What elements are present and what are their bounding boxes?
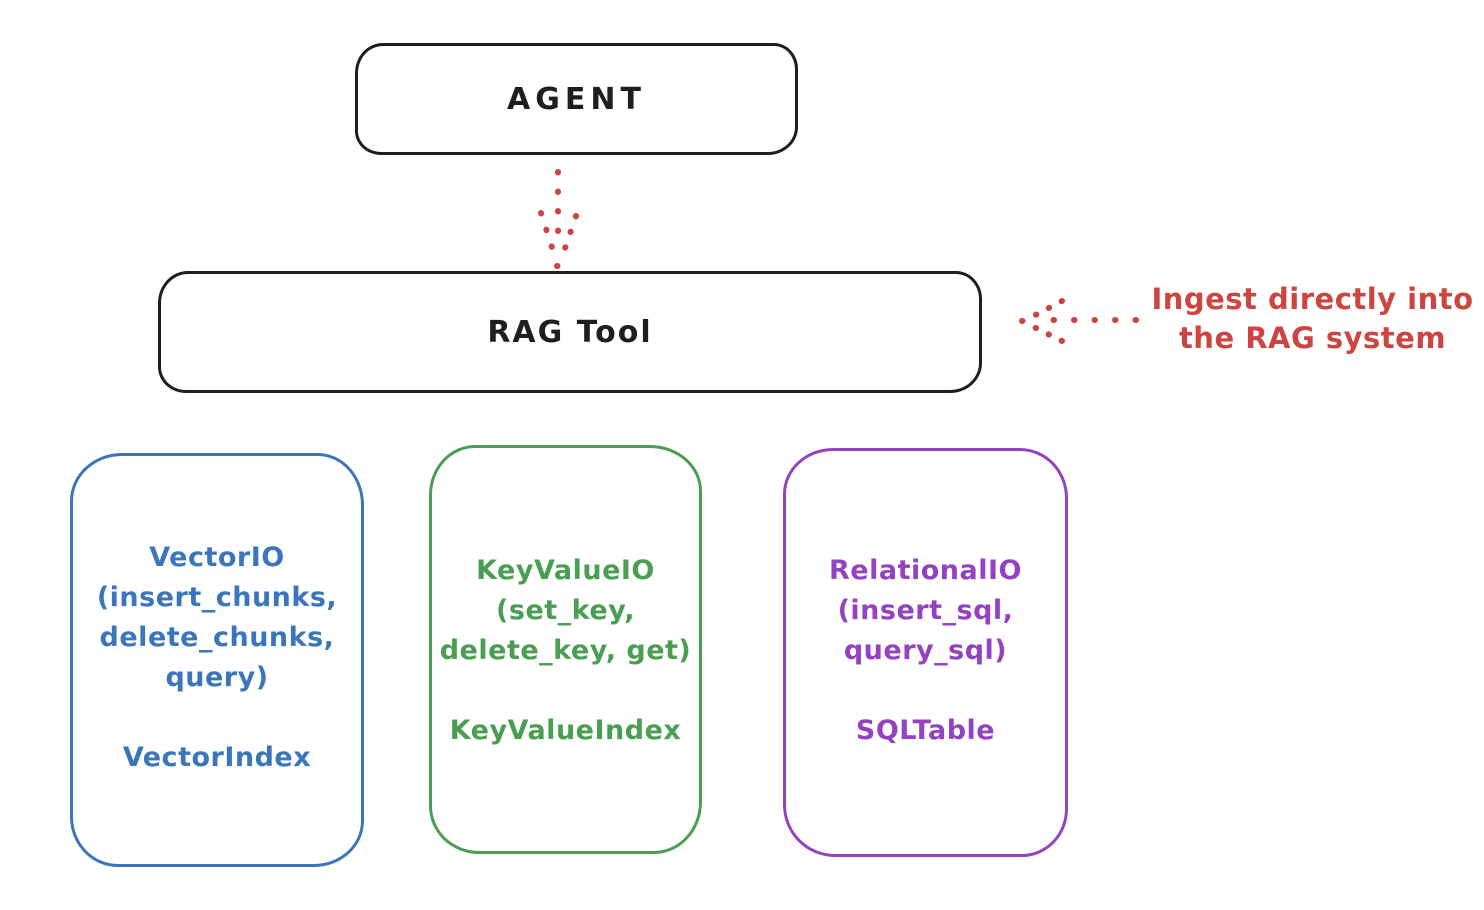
sql-table-label: SQLTable	[855, 715, 996, 746]
agent-box: AGENT	[355, 43, 798, 155]
vector-index-label: VectorIndex	[122, 742, 312, 773]
agent-label: AGENT	[507, 81, 646, 117]
relational-io-methods-line1: (insert_sql,	[837, 595, 1014, 626]
keyvalue-io-methods-line1: (set_key,	[496, 595, 635, 626]
vector-io-title: VectorIO	[149, 542, 285, 573]
relational-io-methods-line2: query_sql)	[843, 635, 1008, 666]
rag-tool-label: RAG Tool	[487, 314, 653, 350]
rag-tool-box: RAG Tool	[158, 271, 982, 393]
keyvalue-index-label: KeyValueIndex	[449, 715, 682, 746]
keyvalue-io-title: KeyValueIO	[476, 555, 655, 586]
vector-io-methods-line1: (insert_chunks,	[96, 582, 338, 613]
vector-io-box: VectorIO (insert_chunks, delete_chunks, …	[70, 453, 364, 867]
ingest-arrow	[1019, 298, 1139, 344]
ingest-annotation-line2: the RAG system	[1178, 321, 1447, 355]
relational-io-title: RelationalIO	[829, 555, 1022, 586]
ingest-annotation: Ingest directly into the RAG system	[1140, 280, 1484, 358]
ingest-annotation-line1: Ingest directly into	[1151, 282, 1474, 316]
keyvalue-io-box: KeyValueIO (set_key, delete_key, get) Ke…	[429, 445, 702, 854]
relational-io-box: RelationalIO (insert_sql, query_sql) SQL…	[783, 448, 1068, 857]
agent-to-rag-arrow	[538, 169, 579, 269]
keyvalue-io-methods-line2: delete_key, get)	[439, 635, 692, 666]
vector-io-methods-line2: delete_chunks,	[99, 622, 335, 653]
vector-io-methods-line3: query)	[165, 662, 269, 693]
